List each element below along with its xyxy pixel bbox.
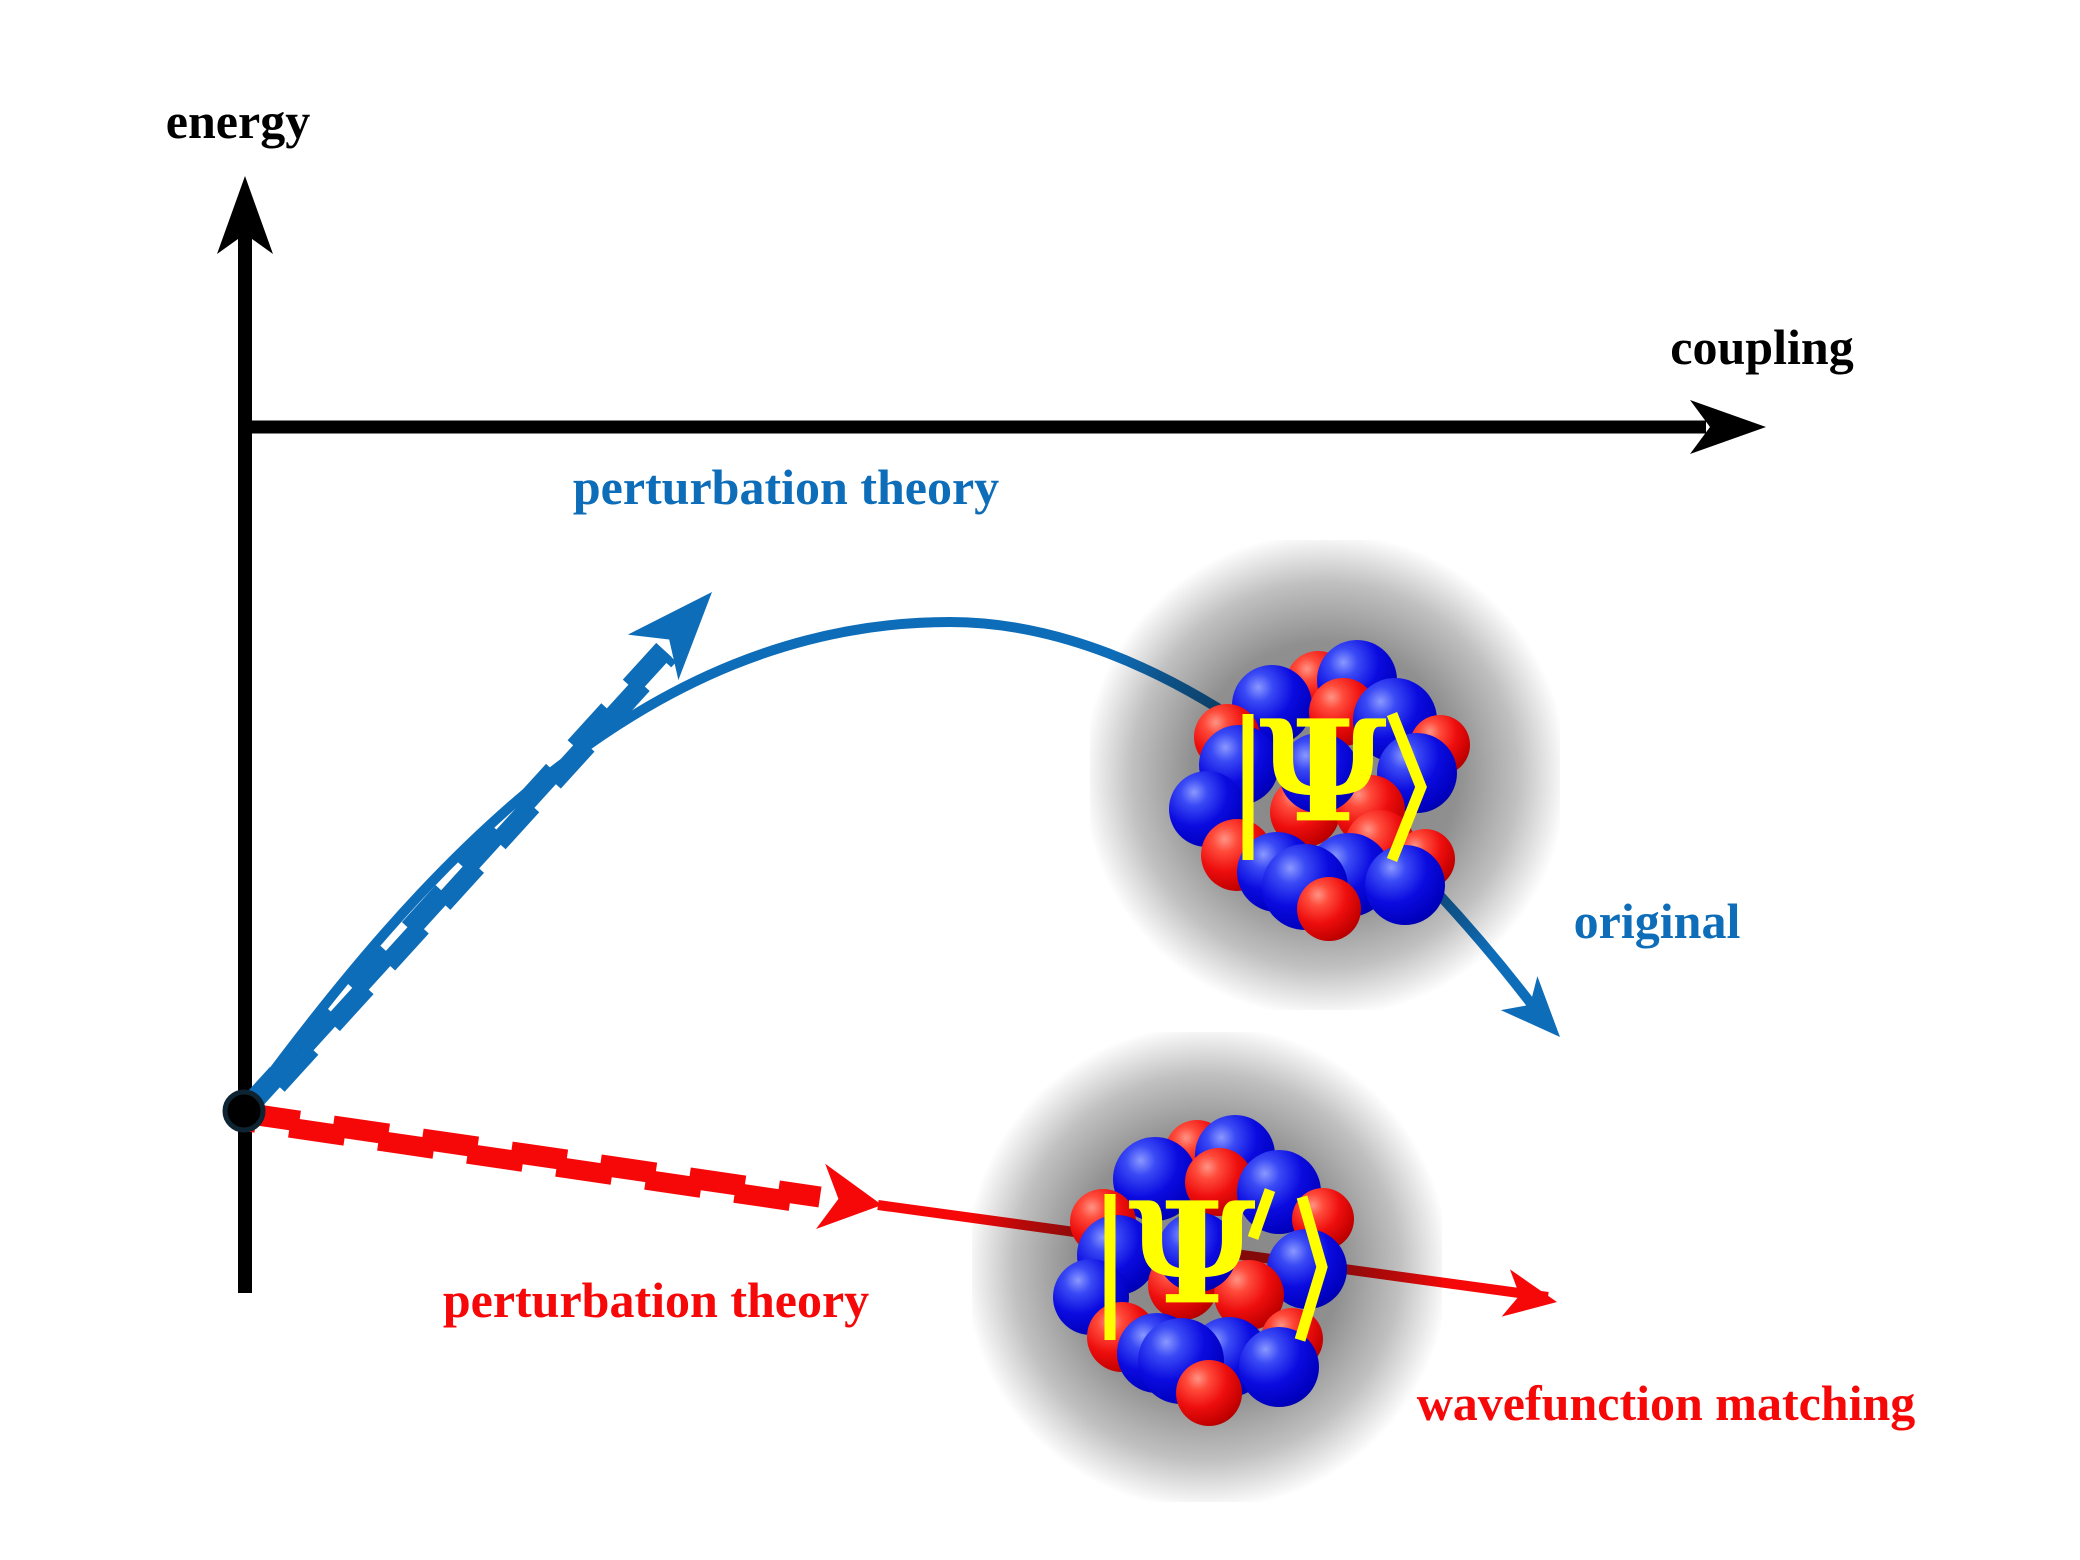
wavefunction-matching-label: wavefunction matching: [1416, 1375, 1916, 1431]
psi-glyph-original: Ψ: [1259, 690, 1387, 855]
nucleon-blue: [1239, 1327, 1319, 1407]
blue-dashed-arrowhead: [627, 592, 712, 681]
red-dashed-arrowhead: [816, 1163, 882, 1230]
nucleon-blue: [1365, 845, 1445, 925]
ket-rangle-matched: [1294, 1195, 1328, 1342]
psi-glyph-matched: Ψ: [1128, 1172, 1256, 1337]
ket-prime-matched: [1247, 1188, 1276, 1240]
red-dashed-line-offset: [242, 1111, 820, 1215]
red-perturbation-theory-label: perturbation theory: [442, 1272, 870, 1328]
nucleon-red: [1297, 877, 1361, 941]
blue-dashed-line: [236, 642, 672, 1119]
blue-dashed-line-offset: [241, 648, 677, 1123]
nucleon-red: [1176, 1360, 1242, 1426]
original-label: original: [1573, 893, 1741, 949]
x-axis-arrowhead: [1690, 400, 1766, 454]
blue-perturbation-theory-label: perturbation theory: [572, 459, 1000, 515]
y-axis-arrowhead: [217, 176, 273, 254]
x-axis-label: coupling: [1670, 319, 1854, 375]
y-axis-label: energy: [165, 93, 311, 149]
ket-rangle-original: [1386, 711, 1427, 863]
nucleon-blue: [1157, 1212, 1237, 1292]
origin-dot: [222, 1089, 266, 1133]
red-line-arrowhead: [1501, 1269, 1557, 1317]
nucleon-blue: [1279, 733, 1359, 813]
